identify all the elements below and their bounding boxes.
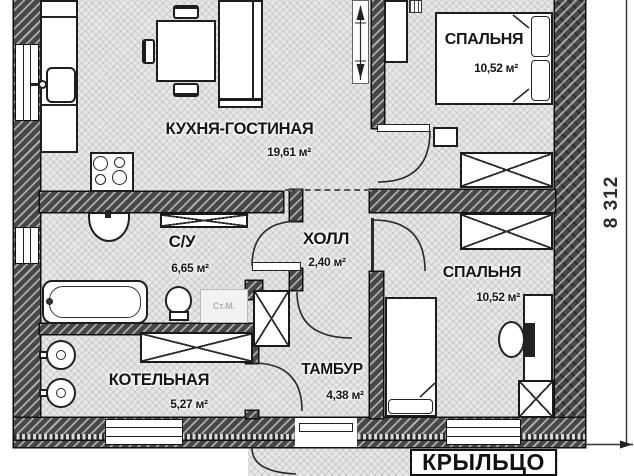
wardrobe: [460, 152, 553, 188]
toilet: [165, 286, 192, 314]
room-label-bedroom1: СПАЛЬНЯ: [444, 31, 524, 48]
window-bedroom2: [446, 419, 521, 445]
opening-dashed-line: [285, 189, 370, 191]
wall-bath-boiler: [40, 324, 258, 334]
burner-icon: [114, 157, 125, 168]
wall-tambur-bedroom: [370, 272, 383, 418]
dining-table: [156, 20, 216, 82]
direction-arrow-box: [352, 0, 369, 84]
porch-label-box: КРЫЛЬЦО: [410, 449, 557, 476]
window-bathroom: [15, 227, 39, 264]
area-label-tambur: 4,38 м²: [326, 388, 364, 402]
room-label-boiler: КОТЕЛЬНАЯ: [108, 371, 210, 389]
door-leaf-bathroom: [252, 262, 301, 271]
entrance-opening: [295, 418, 357, 447]
room-label-kitchen-living: КУХНЯ-ГОСТИНАЯ: [165, 120, 314, 138]
area-label-hall: 2,40 м²: [308, 255, 346, 269]
wardrobe: [518, 380, 554, 418]
chair: [173, 5, 199, 19]
washing-machine-label: Ст.М.: [212, 301, 236, 311]
area-label-bathroom: 6,65 м²: [171, 261, 209, 275]
drain-icon: [46, 298, 53, 305]
kitchen-sink: [46, 67, 76, 103]
burner-icon: [95, 174, 106, 185]
radiator-icon: [409, 0, 422, 13]
wall-kitchen-bedroom: [372, 0, 384, 128]
door-leaf-bedroom1: [377, 124, 430, 132]
area-label-bedroom1: 10,52 м²: [474, 61, 518, 75]
monitor-icon: [525, 323, 535, 357]
room-label-bedroom2: СПАЛЬНЯ: [442, 264, 522, 281]
bath-cabinet: [160, 213, 248, 228]
sofa-armrest: [218, 99, 263, 108]
desk-chair: [498, 321, 525, 358]
closet: [253, 290, 290, 347]
room-label-hall: ХОЛЛ: [302, 229, 350, 248]
window-boiler: [105, 419, 183, 445]
wall-bedrooms: [370, 190, 555, 212]
wall-boiler-tambur-bottom: [246, 411, 258, 418]
cabinet: [384, 0, 408, 63]
entrance-door: [299, 423, 353, 432]
pillow: [388, 399, 433, 414]
room-label-tambur: ТАМБУР: [301, 361, 363, 378]
boiler-cabinet: [140, 332, 253, 363]
area-label-kitchen-living: 19,61 м²: [267, 145, 311, 159]
burner-icon: [112, 170, 127, 185]
burner-icon: [93, 156, 108, 171]
toilet-tank: [169, 311, 189, 321]
wall-bath-hall-top: [290, 190, 302, 221]
wall-bath-hall-bottom: [290, 269, 302, 290]
sofa: [218, 0, 263, 100]
room-label-porch: КРЫЛЬЦО: [422, 449, 545, 475]
area-label-bedroom2: 10,52 м²: [476, 290, 520, 304]
faucet-icon: [38, 80, 47, 89]
area-label-boiler: 5,27 м²: [170, 397, 208, 411]
wardrobe: [460, 213, 553, 250]
room-label-bathroom: С/У: [168, 232, 196, 251]
wall-kitchen-bath: [40, 192, 283, 212]
washing-machine: [200, 289, 248, 323]
dimension-arrow-icon: [620, 440, 633, 449]
pillow: [531, 60, 550, 101]
dimension-text: 8 312: [601, 175, 622, 229]
chair: [173, 83, 199, 97]
nightstand: [433, 127, 458, 147]
pillow: [531, 16, 550, 57]
chair: [142, 39, 155, 64]
wall-right: [555, 0, 585, 447]
